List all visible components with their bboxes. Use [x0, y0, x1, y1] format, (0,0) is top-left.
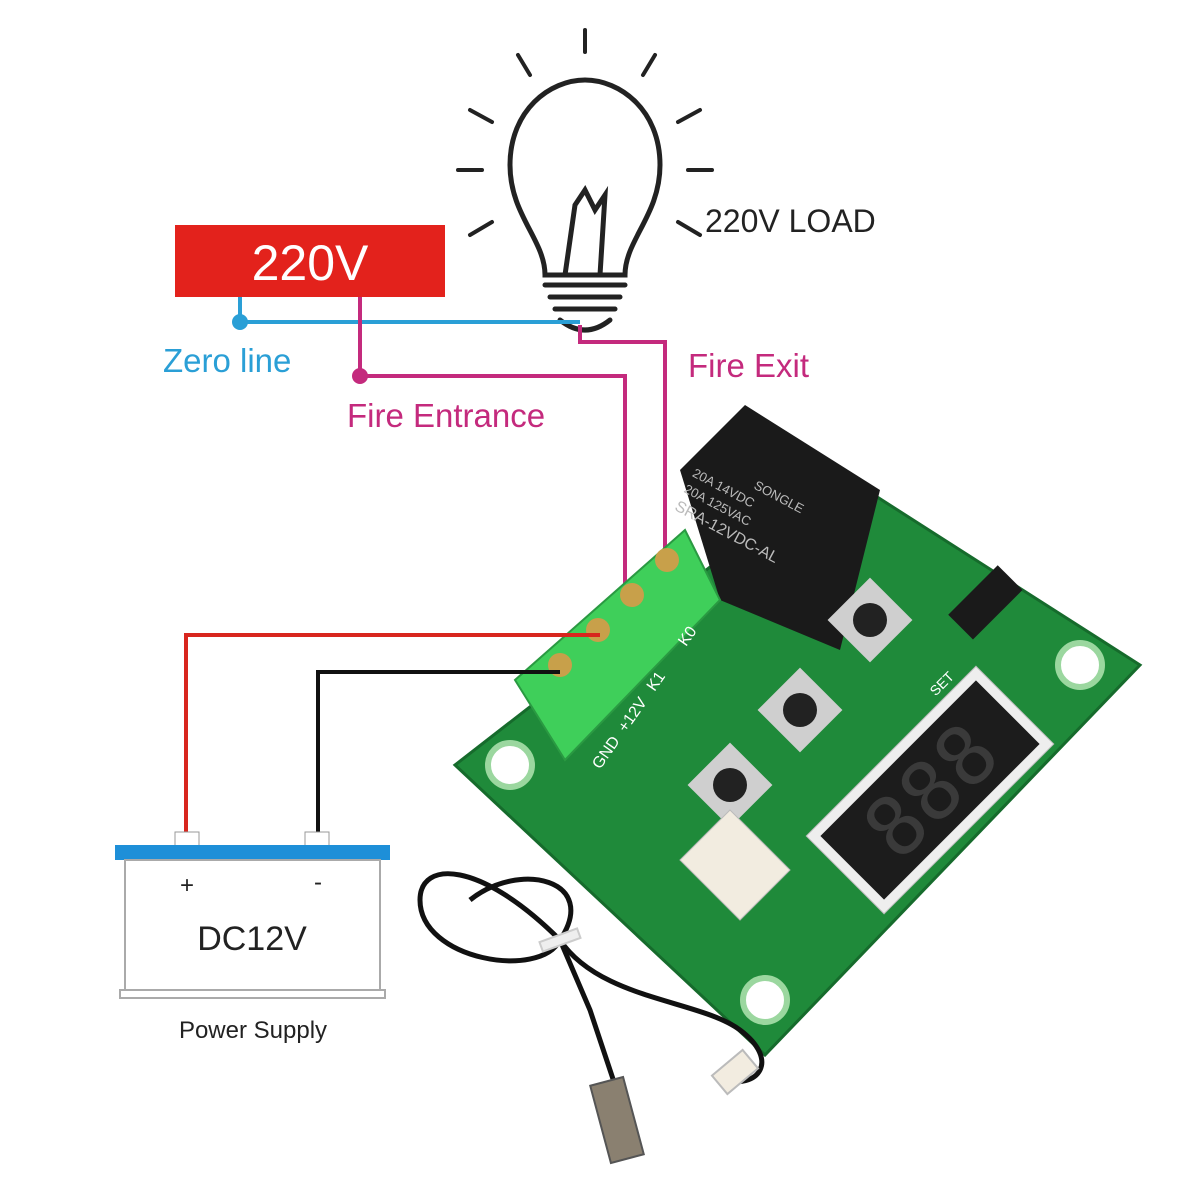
- thermostat-board: SONGLE 20A 14VDC 20A 125VAC SRA-12VDC-AL…: [452, 405, 1143, 1058]
- fire-entrance-wire: [358, 297, 627, 595]
- fire-entrance-node: [352, 368, 368, 384]
- terminal-screw: [655, 548, 679, 572]
- fire-entrance-label: Fire Entrance: [347, 397, 545, 434]
- zero-line-label: Zero line: [163, 342, 291, 379]
- light-bulb-icon: [456, 28, 714, 333]
- battery-voltage: DC12V: [197, 920, 307, 958]
- ic-chip: [948, 565, 1023, 640]
- led-display: 888 SET: [805, 665, 1055, 915]
- power-supply-battery: [115, 831, 390, 999]
- power-supply-caption: Power Supply: [179, 1017, 327, 1044]
- terminal-screw: [620, 583, 644, 607]
- positive-wire: [184, 633, 600, 835]
- fire-exit-wire: [578, 325, 667, 560]
- source-label: 220V: [252, 235, 369, 291]
- terminal-screw: [586, 618, 610, 642]
- terminal-block: [513, 528, 722, 762]
- fire-exit-label: Fire Exit: [688, 347, 809, 384]
- source-box: [175, 225, 445, 297]
- load-label: 220V LOAD: [705, 203, 876, 239]
- temperature-probe: [417, 871, 765, 1165]
- relay: [680, 405, 880, 650]
- battery-plus: +: [180, 872, 194, 899]
- zero-line-wire: [238, 297, 580, 324]
- push-buttons: [687, 577, 913, 828]
- negative-wire: [316, 670, 560, 835]
- battery-minus: -: [314, 869, 322, 896]
- zero-line-node: [232, 314, 248, 330]
- sensor-connector: [679, 809, 791, 921]
